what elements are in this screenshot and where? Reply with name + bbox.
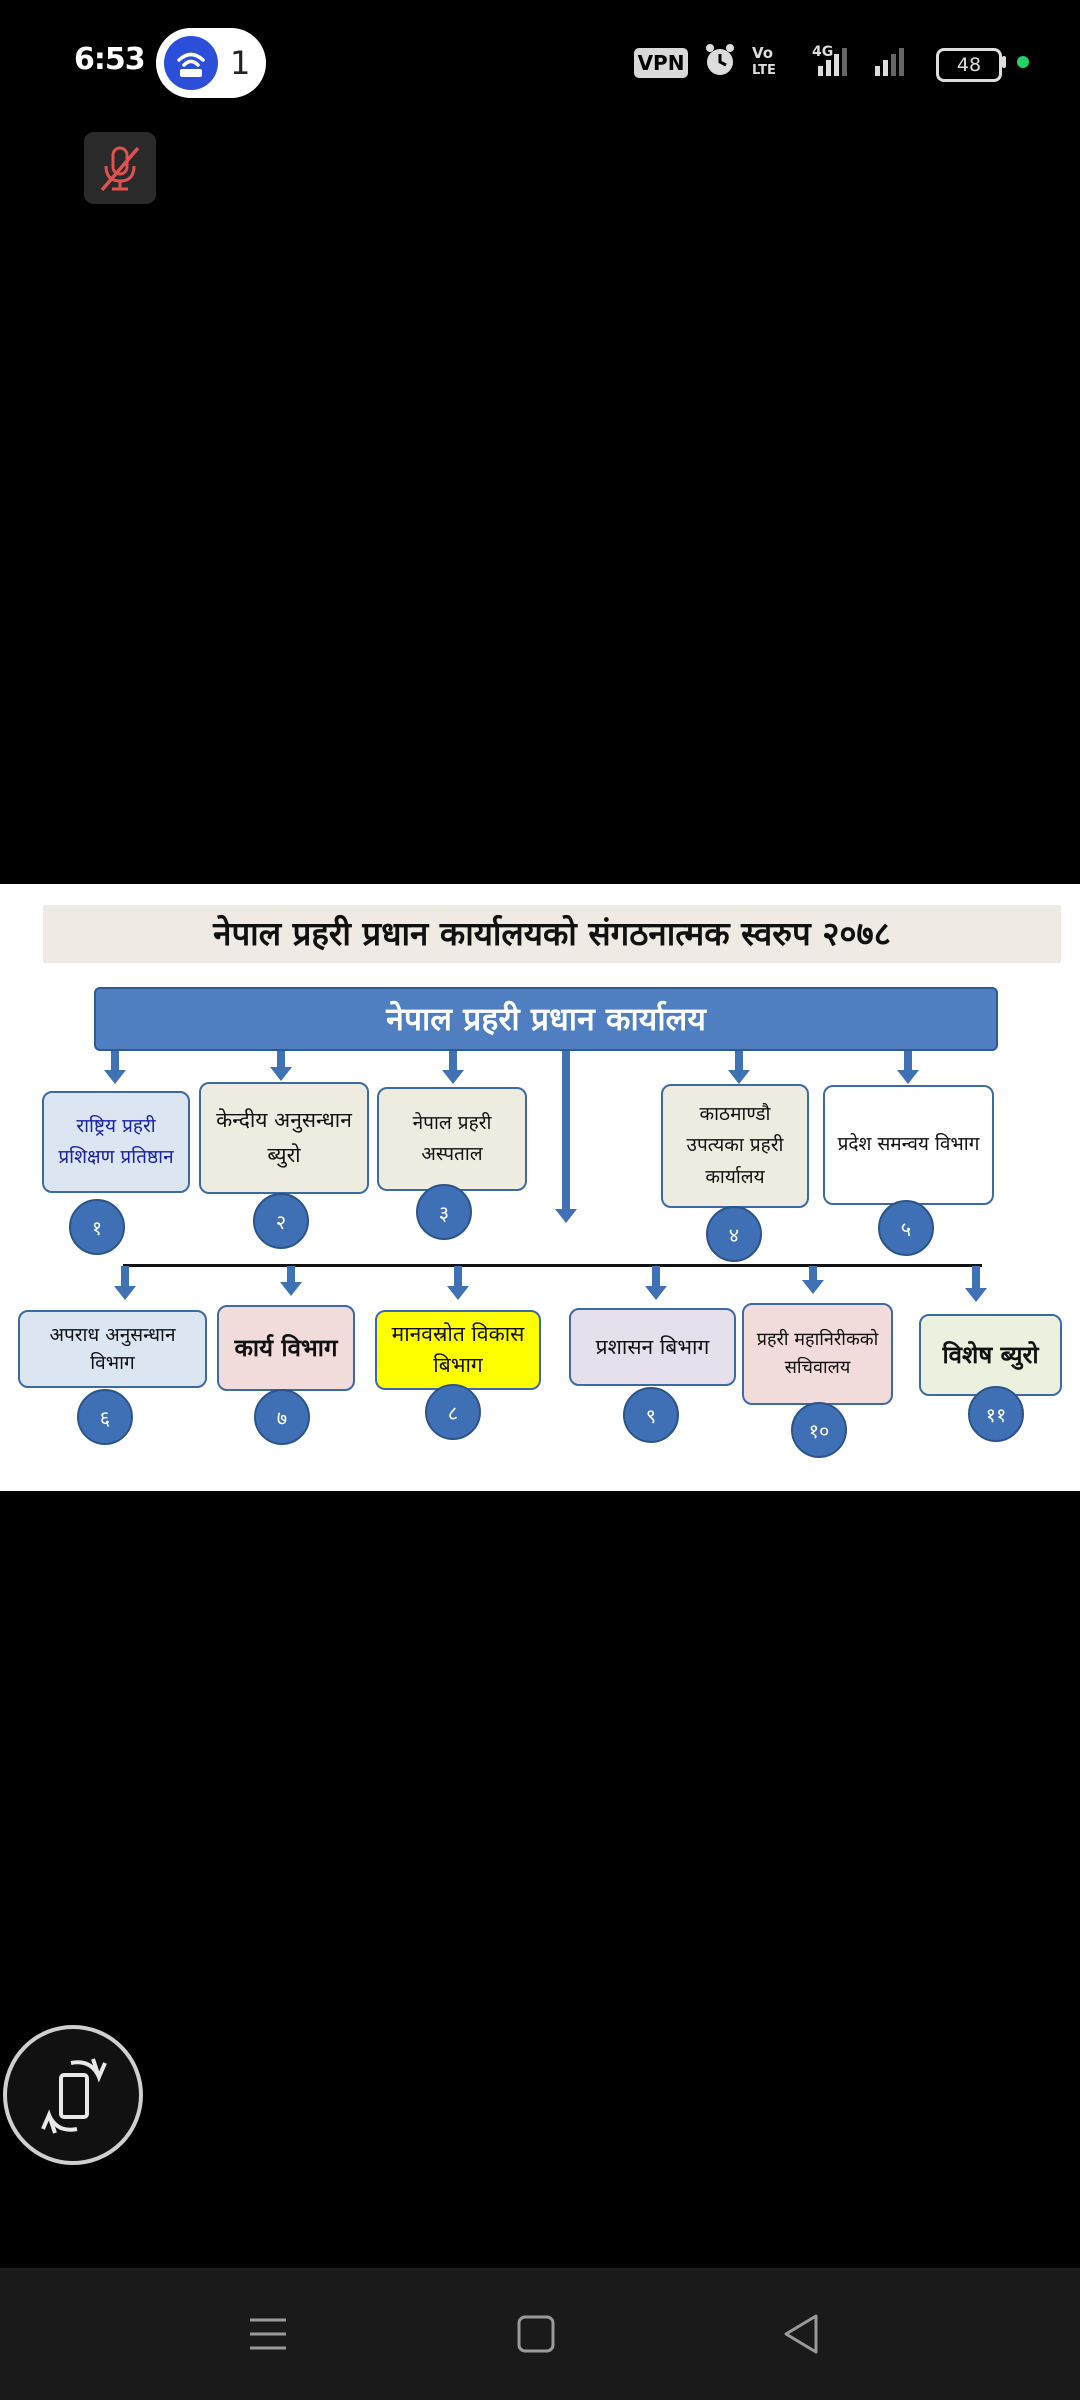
alarm-icon [706,44,734,75]
unit-label: काठमाण्डौ उपत्यका प्रहरी कार्यालय [686,1102,784,1188]
arrow-down-icon [645,1286,667,1300]
network-4g-icon: 4G [812,44,833,60]
status-icons-group: Vo LTE 4G [706,44,904,78]
connector [904,1051,912,1072]
unit-label: राष्ट्रिय प्रहरी प्रशिक्षण प्रतिष्ठान [58,1114,174,1168]
signal-strength-icon-1 [818,48,847,76]
unit-box-6: अपराध अनुसन्धान विभाग [18,1310,207,1388]
connector [449,1051,457,1072]
unit-label: विशेष ब्युरो [942,1340,1039,1370]
arrow-down-icon [114,1286,136,1300]
connector [121,1266,129,1288]
battery-cap [1002,56,1006,68]
unit-number-badge: १० [791,1402,847,1458]
unit-number-badge: ५ [878,1200,934,1256]
menu-lines-icon [250,2318,286,2350]
unit-box-7: कार्य विभाग [217,1305,355,1391]
branch-line [123,1264,982,1267]
headquarters-label: नेपाल प्रहरी प्रधान कार्यालय [386,1000,706,1038]
unit-label: अपराध अनुसन्धान विभाग [49,1323,176,1375]
unit-box-11: विशेष ब्युरो [919,1314,1062,1396]
unit-label: नेपाल प्रहरी अस्पताल [412,1111,492,1165]
connector [111,1051,119,1072]
connector [972,1266,980,1290]
vpn-badge: VPN [634,48,688,78]
back-button[interactable] [772,2304,832,2364]
unit-box-1: राष्ट्रिय प्रहरी प्रशिक्षण प्रतिष्ठान [42,1091,190,1193]
volte-icon: Vo [752,44,773,62]
unit-box-2: केन्दीय अनुसन्धान ब्युरो [199,1082,369,1194]
arrow-down-icon [442,1070,464,1084]
battery-icon: 48 [936,48,1002,82]
unit-number-badge: ६ [77,1389,133,1445]
unit-box-10: प्रहरी महानिरीकको सचिवालय [742,1303,893,1405]
unit-label: केन्दीय अनुसन्धान ब्युरो [216,1108,352,1167]
screen-rotate-icon [41,2058,107,2134]
triangle-back-icon [784,2314,818,2354]
svg-text:LTE: LTE [752,63,776,78]
unit-box-8: मानवस्रोत विकास बिभाग [375,1310,541,1390]
mic-muted-icon [100,146,140,192]
arrow-down-icon [965,1288,987,1302]
unit-number-badge: ८ [425,1384,481,1440]
slide-title-bar: नेपाल प्रहरी प्रधान कार्यालयको संगठनात्म… [43,905,1061,963]
wifi-hotspot-icon [164,36,218,90]
home-button[interactable] [506,2304,566,2364]
unit-label: प्रहरी महानिरीकको सचिवालय [756,1329,879,1378]
connector [735,1051,743,1072]
connector [277,1051,285,1069]
hotspot-indicator[interactable]: 1 [156,28,266,98]
unit-number-badge: २ [253,1193,309,1249]
unit-number-badge: ४ [706,1206,762,1262]
connector [454,1266,462,1288]
connector [809,1266,817,1282]
unit-box-9: प्रशासन बिभाग [569,1308,736,1386]
arrow-down-icon [897,1070,919,1084]
unit-label: प्रदेश समन्वय विभाग [837,1133,980,1156]
privacy-indicator-dot [1017,56,1029,68]
connector [287,1266,295,1284]
unit-box-3: नेपाल प्रहरी अस्पताल [377,1087,527,1191]
unit-label: कार्य विभाग [234,1333,338,1363]
unit-label: प्रशासन बिभाग [595,1334,710,1359]
hotspot-device-count: 1 [230,44,251,82]
arrow-down-icon [447,1286,469,1300]
unit-number-badge: ११ [968,1386,1024,1442]
connector [652,1266,660,1288]
slide-title: नेपाल प्रहरी प्रधान कार्यालयको संगठनात्म… [213,914,891,953]
unit-number-badge: ७ [254,1389,310,1445]
status-time: 6:53 [74,42,146,77]
org-chart-slide: नेपाल प्रहरी प्रधान कार्यालयको संगठनात्म… [0,884,1080,1491]
unit-box-5: प्रदेश समन्वय विभाग [823,1085,994,1205]
headquarters-box: नेपाल प्रहरी प्रधान कार्यालय [94,987,998,1051]
recent-apps-button[interactable] [238,2304,298,2364]
rotate-screen-button[interactable] [3,2025,143,2165]
mic-muted-button[interactable] [84,132,156,204]
signal-strength-icon-2 [875,48,904,76]
arrow-down-icon [555,1209,577,1223]
square-home-icon [517,2315,555,2353]
unit-number-badge: ९ [623,1387,679,1443]
unit-number-badge: १ [69,1199,125,1255]
unit-box-4: काठमाण्डौ उपत्यका प्रहरी कार्यालय [661,1084,809,1208]
arrow-down-icon [270,1067,292,1081]
arrow-down-icon [104,1070,126,1084]
arrow-down-icon [802,1280,824,1294]
navigation-bar [0,2268,1080,2400]
unit-label: मानवस्रोत विकास बिभाग [391,1321,525,1378]
connector-trunk [562,1051,570,1211]
arrow-down-icon [728,1070,750,1084]
unit-number-badge: ३ [416,1184,472,1240]
arrow-down-icon [280,1282,302,1296]
